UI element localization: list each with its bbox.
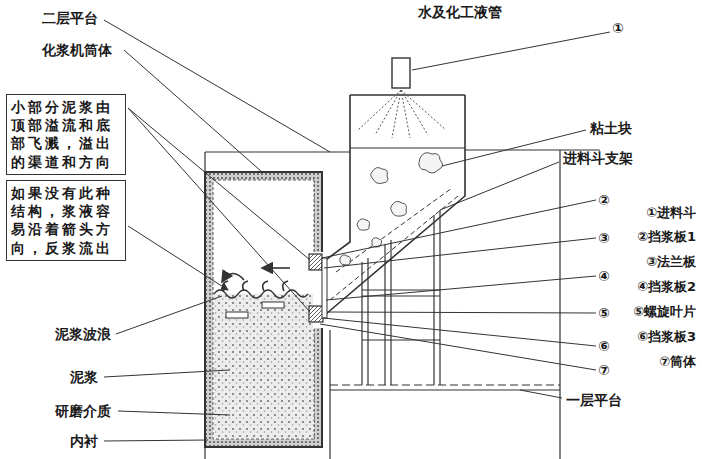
note-text: 小部分泥浆由顶部溢流和底部飞溅，溢出的渠道和方向 xyxy=(11,98,121,171)
callout-number: ③ xyxy=(598,230,610,246)
part-label: 进料斗支架 xyxy=(563,150,633,166)
part-label: 泥浆波浪 xyxy=(55,326,111,342)
callout-number: ⑦ xyxy=(598,362,610,378)
callout-number: ⑤ xyxy=(598,305,610,321)
part-label: 水及化工液管 xyxy=(418,4,502,20)
callout-number: ① xyxy=(612,20,624,36)
platform-label: 二层平台 xyxy=(42,10,98,26)
note-box: 如果没有此种结构，浆液容易沿着箭头方向，反浆流出 xyxy=(6,180,126,261)
legend-item: ⑦筒体 xyxy=(659,355,696,370)
part-label: 内衬 xyxy=(70,433,98,449)
legend-item: ⑥挡浆板3 xyxy=(637,330,696,345)
part-label: 研磨介质 xyxy=(55,403,111,419)
part-label: 粘土块 xyxy=(590,120,632,136)
part-label: 泥浆 xyxy=(70,369,98,385)
note-text: 如果没有此种结构，浆液容易沿着箭头方向，反浆流出 xyxy=(11,184,121,257)
callout-number: ② xyxy=(598,192,610,208)
legend-item: ②挡浆板1 xyxy=(637,230,696,245)
callout-number: ④ xyxy=(598,268,610,284)
platform-label: 一层平台 xyxy=(566,392,622,408)
callout-number: ⑥ xyxy=(598,338,610,354)
legend-item: ③法兰板 xyxy=(646,255,696,270)
legend-item: ①进料斗 xyxy=(646,206,696,221)
note-box: 小部分泥浆由顶部溢流和底部飞溅，溢出的渠道和方向 xyxy=(6,94,126,175)
legend-item: ④挡浆板2 xyxy=(637,280,696,295)
part-label: 化浆机筒体 xyxy=(42,42,112,58)
legend-item: ⑤螺旋叶片 xyxy=(633,305,696,320)
